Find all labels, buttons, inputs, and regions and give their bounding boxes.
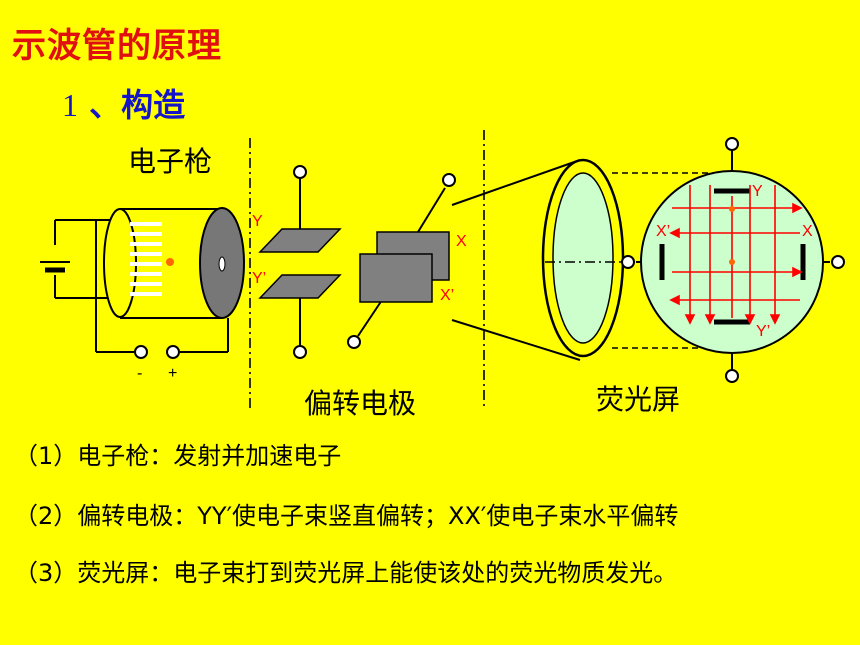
plus-sign-label: +	[168, 365, 177, 382]
filament-icon	[130, 222, 174, 296]
screen-face-view	[636, 137, 845, 383]
section-number: 1	[62, 87, 78, 123]
y-plate-label: Y	[252, 213, 263, 230]
description-line-1: （1）电子枪：发射并加速电子	[14, 442, 342, 470]
y-prime-plate-label: Y’	[252, 270, 266, 287]
x-prime-plate-label: X’	[440, 287, 454, 304]
screen-x-prime-label: X’	[656, 223, 670, 240]
section-heading: 1 、构造	[62, 80, 185, 126]
deflection-electrode-label: 偏转电极	[304, 387, 417, 420]
x-deflection-plates	[347, 173, 456, 349]
terminal-plus-icon	[166, 345, 180, 359]
page-title: 示波管的原理	[12, 26, 222, 66]
description-line-3: （3）荧光屏：电子束打到荧光屏上能使该处的荧光物质发光。	[14, 559, 678, 587]
screen-y-label: Y	[752, 183, 763, 200]
anode-disc-icon	[199, 207, 245, 319]
section-separator: 、	[78, 86, 122, 124]
screen-x-label: X	[802, 223, 813, 240]
minus-sign-label: -	[137, 365, 142, 382]
raster-traces	[669, 185, 803, 325]
electron-gun-label: 电子枪	[128, 145, 213, 178]
section-title: 构造	[121, 86, 186, 124]
battery-icon	[40, 245, 70, 275]
tube-axis-terminal-icon	[621, 255, 635, 269]
terminal-minus-icon	[134, 345, 148, 359]
screen-tube	[451, 158, 625, 361]
description-line-2: （2）偏转电极：YY′使电子束竖直偏转；XX′使电子束水平偏转	[14, 502, 679, 530]
fluorescent-screen-label: 荧光屏	[596, 383, 681, 416]
screen-y-prime-label: Y’	[756, 323, 770, 340]
x-plate-label: X	[456, 233, 467, 250]
y-deflection-plates	[258, 165, 342, 359]
